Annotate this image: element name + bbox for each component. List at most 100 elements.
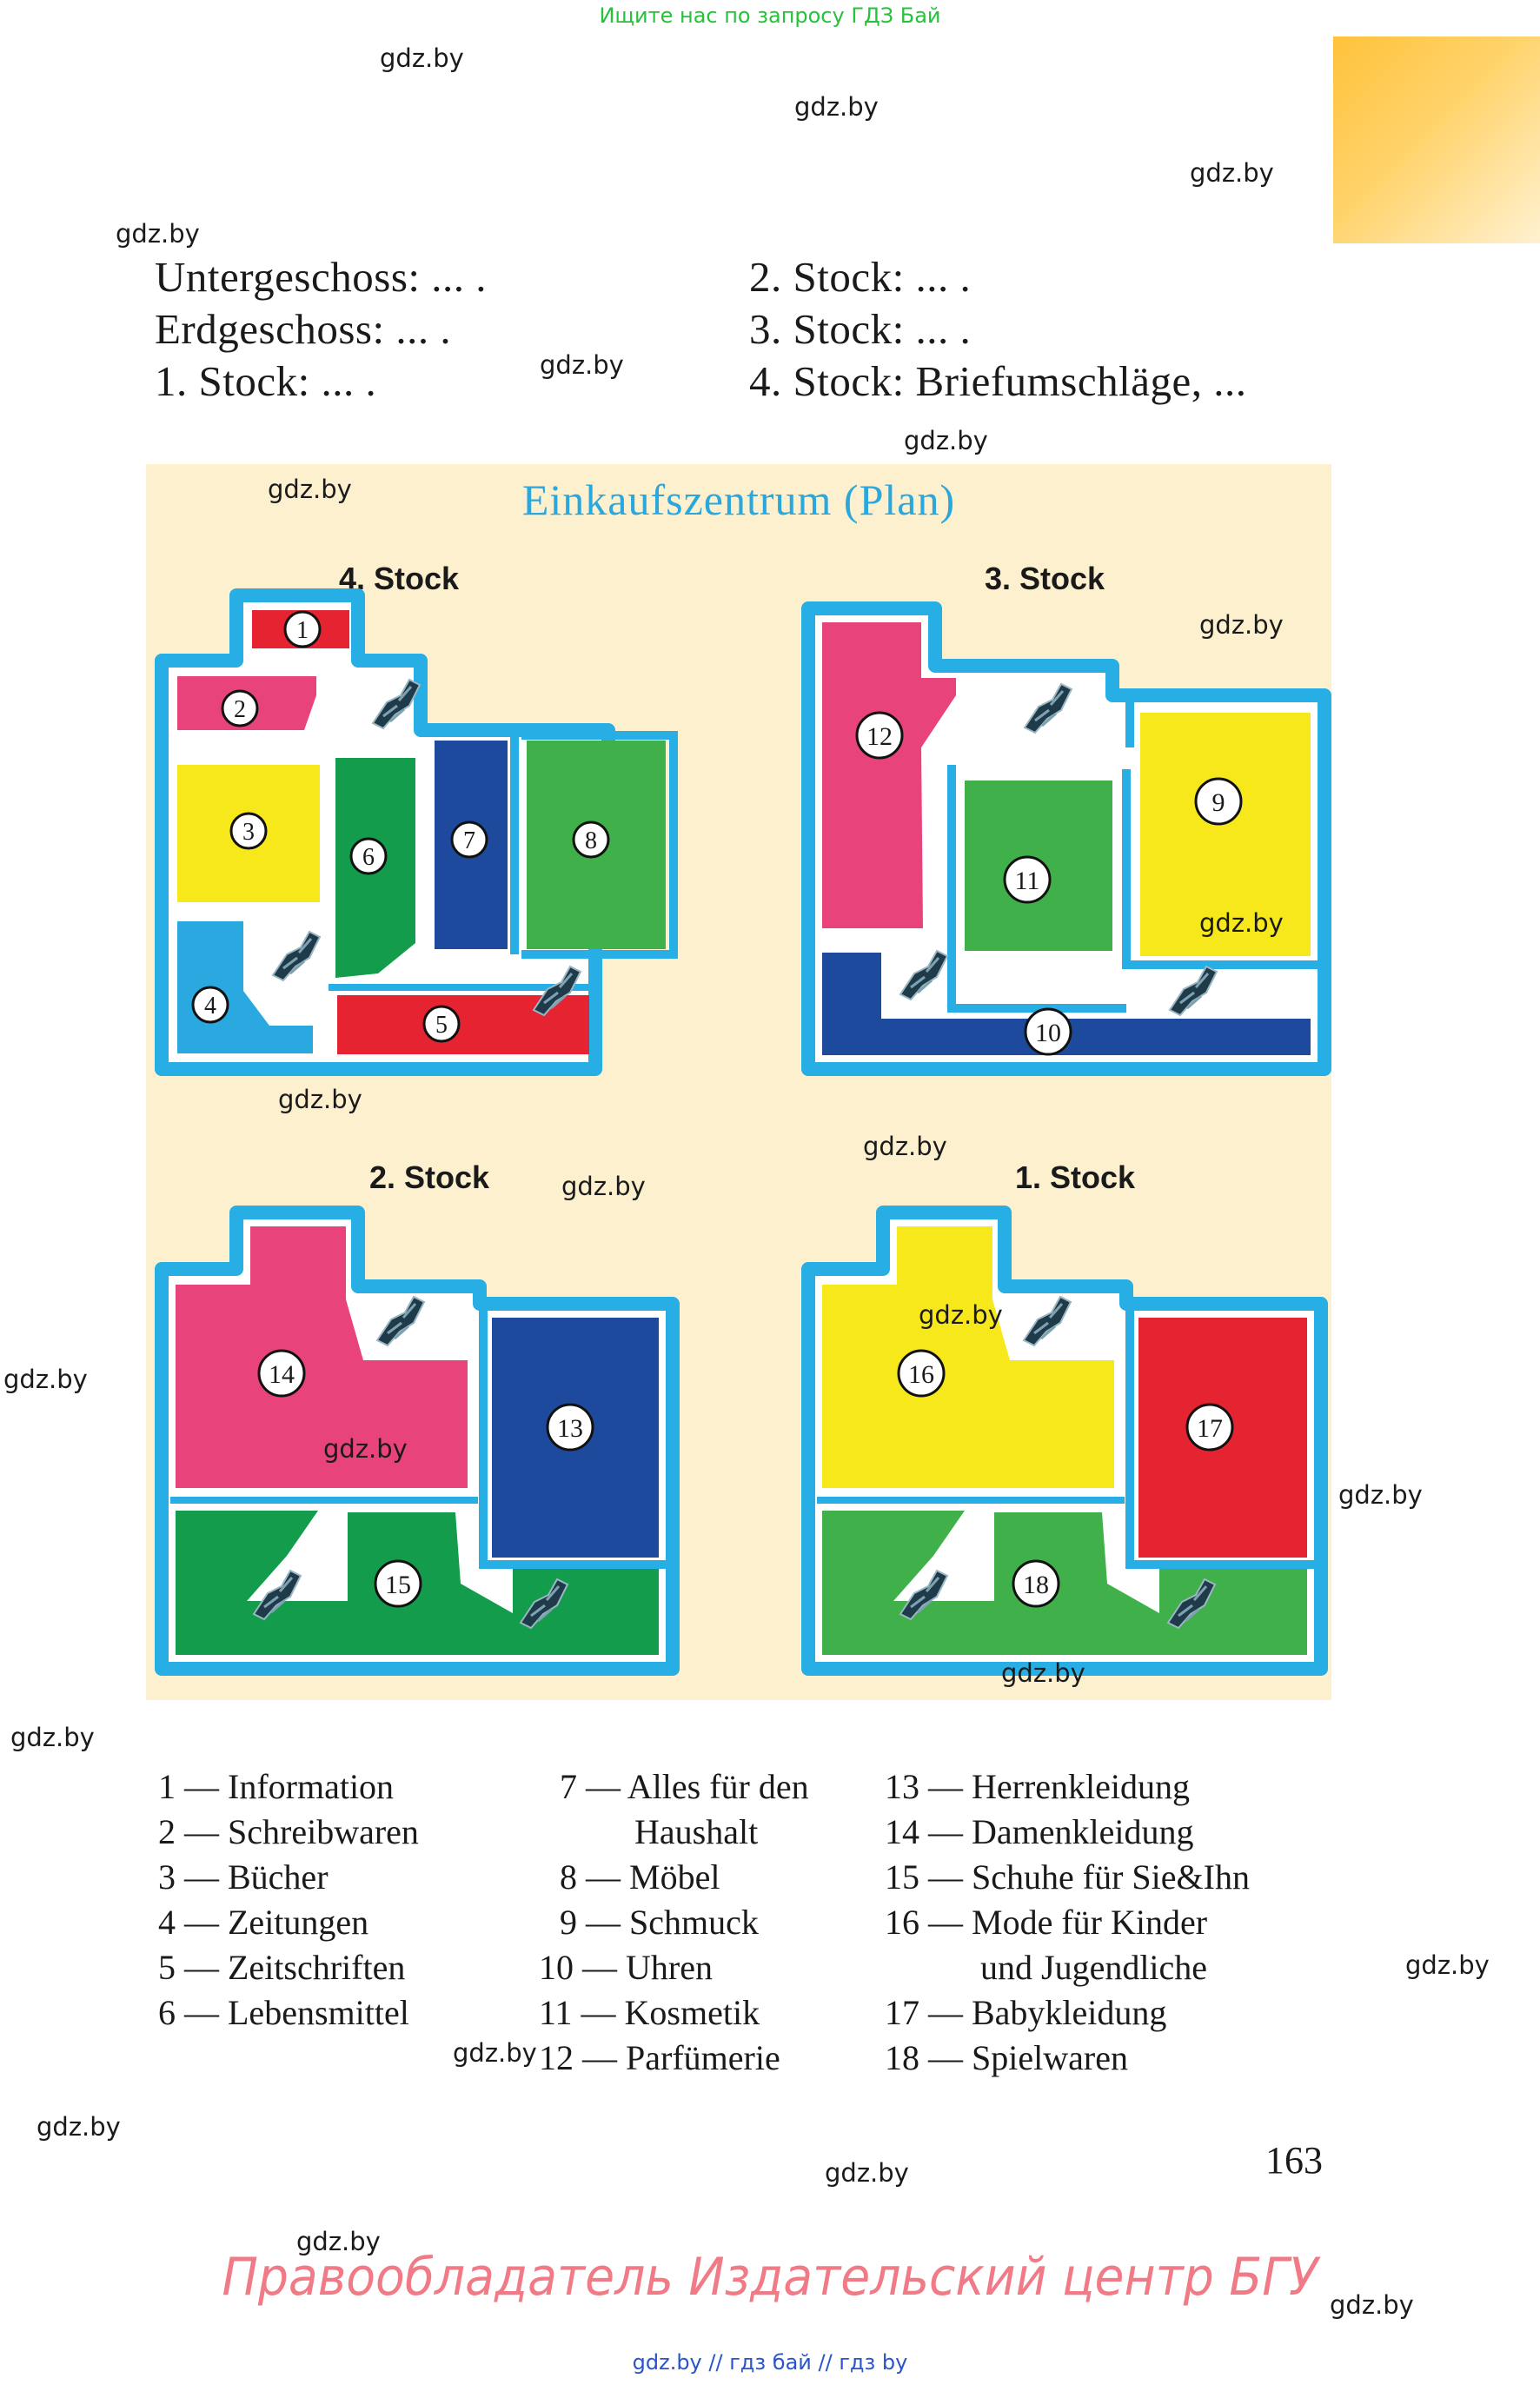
shop-number-11: 11 bbox=[1003, 855, 1052, 904]
svg-text:5: 5 bbox=[435, 1012, 448, 1039]
legend-item: 10 — Uhren bbox=[539, 1948, 713, 1987]
watermark: gdz.by bbox=[323, 1434, 408, 1464]
floor-3-plan bbox=[801, 601, 1331, 1076]
watermark: gdz.by bbox=[268, 475, 352, 504]
svg-text:13: 13 bbox=[557, 1414, 583, 1443]
watermark: gdz.by bbox=[296, 2227, 381, 2256]
watermark: gdz.by bbox=[904, 426, 988, 455]
legend-item: 16 — Mode für Kinder bbox=[885, 1903, 1208, 1942]
task-line-stock-4: 4. Stock: Briefumschläge, ... bbox=[749, 357, 1247, 405]
shop-number-18: 18 bbox=[1012, 1559, 1060, 1608]
shop-number-3: 3 bbox=[229, 812, 268, 850]
watermark: gdz.by bbox=[278, 1085, 362, 1114]
legend-item: 9 — Schmuck bbox=[560, 1903, 759, 1942]
legend-item: 15 — Schuhe für Sie&Ihn bbox=[885, 1857, 1250, 1897]
task-line-erdgeschoss: Erdgeschoss: ... . bbox=[155, 305, 452, 353]
shop-number-10: 10 bbox=[1024, 1007, 1072, 1056]
legend-item: 1 — Information bbox=[158, 1767, 395, 1806]
watermark: gdz.by bbox=[1405, 1950, 1490, 1980]
legend-column-2: 7 — Alles für den Haushalt 8 — Möbel 9 —… bbox=[539, 1764, 809, 2081]
watermark: gdz.by bbox=[37, 2112, 121, 2142]
legend-item: 13 — Herrenkleidung bbox=[885, 1767, 1191, 1806]
floor-label-2: 2. Stock bbox=[369, 1159, 490, 1195]
svg-text:12: 12 bbox=[866, 722, 893, 751]
svg-text:4: 4 bbox=[204, 993, 216, 1020]
watermark: gdz.by bbox=[380, 43, 464, 73]
corner-gradient-decoration bbox=[1333, 37, 1540, 243]
watermark: gdz.by bbox=[863, 1132, 947, 1161]
legend-item: 5 — Zeitschriften bbox=[158, 1948, 406, 1987]
shop-9-area bbox=[1140, 713, 1311, 956]
svg-text:9: 9 bbox=[1212, 788, 1225, 817]
watermark: gdz.by bbox=[540, 350, 624, 380]
svg-text:8: 8 bbox=[585, 827, 597, 854]
legend-item: Haushalt bbox=[634, 1812, 759, 1851]
shop-number-6: 6 bbox=[349, 837, 388, 875]
page-number: 163 bbox=[1265, 2139, 1323, 2182]
plan-title: Einkaufszentrum (Plan) bbox=[521, 475, 956, 524]
legend-item: 14 — Damenkleidung bbox=[885, 1812, 1194, 1851]
shop-number-14: 14 bbox=[257, 1349, 306, 1398]
floor-label-1: 1. Stock bbox=[1015, 1159, 1136, 1195]
shop-number-4: 4 bbox=[191, 986, 229, 1024]
shop-number-15: 15 bbox=[374, 1559, 422, 1608]
legend-item: 17 — Babykleidung bbox=[885, 1993, 1167, 2032]
legend-item: 18 — Spielwaren bbox=[885, 2038, 1128, 2077]
shop-number-12: 12 bbox=[855, 711, 904, 760]
watermark: gdz.by bbox=[453, 2038, 537, 2068]
task-line-stock-3: 3. Stock: ... . bbox=[749, 305, 972, 353]
task-line-untergeschoss: Untergeschoss: ... . bbox=[155, 253, 487, 301]
watermark: gdz.by bbox=[1199, 610, 1284, 640]
floor-1-plan bbox=[801, 1206, 1328, 1676]
watermark: gdz.by bbox=[561, 1172, 646, 1201]
shop-number-8: 8 bbox=[572, 820, 610, 859]
svg-text:11: 11 bbox=[1015, 867, 1040, 895]
legend-item: 2 — Schreibwaren bbox=[158, 1812, 419, 1851]
svg-text:1: 1 bbox=[296, 617, 309, 644]
svg-text:3: 3 bbox=[242, 819, 255, 846]
legend-item: 3 — Bücher bbox=[158, 1857, 329, 1897]
legend-item: 12 — Parfümerie bbox=[539, 2038, 780, 2077]
watermark: gdz.by bbox=[1190, 158, 1274, 188]
svg-text:14: 14 bbox=[269, 1360, 295, 1389]
shop-number-7: 7 bbox=[450, 820, 488, 859]
watermark: gdz.by bbox=[1001, 1658, 1085, 1688]
shop-number-1: 1 bbox=[283, 610, 322, 648]
watermark: gdz.by bbox=[1330, 2290, 1414, 2320]
legend-column-1: 1 — Information 2 — Schreibwaren 3 — Büc… bbox=[158, 1764, 419, 2036]
legend-item: 4 — Zeitungen bbox=[158, 1903, 369, 1942]
svg-text:7: 7 bbox=[463, 827, 475, 854]
rights-holder-text: Правообладатель Издательский центр БГУ bbox=[222, 2247, 1318, 2308]
shop-number-13: 13 bbox=[546, 1403, 594, 1452]
watermark: gdz.by bbox=[10, 1723, 95, 1752]
svg-text:2: 2 bbox=[234, 696, 246, 723]
shop-12-area bbox=[822, 622, 956, 928]
shop-number-17: 17 bbox=[1185, 1403, 1234, 1452]
shop-16-area bbox=[822, 1226, 1114, 1488]
shop-number-2: 2 bbox=[221, 689, 259, 727]
svg-text:16: 16 bbox=[908, 1360, 934, 1389]
floor-label-3: 3. Stock bbox=[985, 561, 1105, 596]
bottom-watermark-line: gdz.by // гдз бай // гдз by bbox=[632, 2350, 908, 2375]
svg-text:17: 17 bbox=[1197, 1414, 1223, 1443]
legend-column-3: 13 — Herrenkleidung 14 — Damenkleidung 1… bbox=[885, 1764, 1250, 2081]
watermark: gdz.by bbox=[794, 92, 879, 122]
shop-14-area bbox=[176, 1226, 468, 1488]
watermark: gdz.by bbox=[825, 2158, 909, 2188]
legend-item: 6 — Lebensmittel bbox=[158, 1993, 409, 2032]
shop-number-9: 9 bbox=[1194, 777, 1243, 826]
task-line-stock-2: 2. Stock: ... . bbox=[749, 253, 972, 301]
task-line-stock-1: 1. Stock: ... . bbox=[155, 357, 377, 405]
watermark: gdz.by bbox=[3, 1365, 88, 1394]
svg-text:6: 6 bbox=[362, 844, 375, 871]
legend-item: 8 — Möbel bbox=[560, 1857, 720, 1897]
legend-item: 7 — Alles für den bbox=[560, 1767, 809, 1806]
watermark: gdz.by bbox=[919, 1300, 1003, 1330]
legend-item: 11 — Kosmetik bbox=[539, 1993, 760, 2032]
watermark: gdz.by bbox=[1338, 1480, 1423, 1510]
top-search-note: Ищите нас по запросу ГДЗ Бай bbox=[599, 3, 941, 28]
legend-item: und Jugendliche bbox=[980, 1948, 1208, 1987]
shop-10-area bbox=[822, 953, 1311, 1055]
svg-text:15: 15 bbox=[385, 1571, 411, 1599]
